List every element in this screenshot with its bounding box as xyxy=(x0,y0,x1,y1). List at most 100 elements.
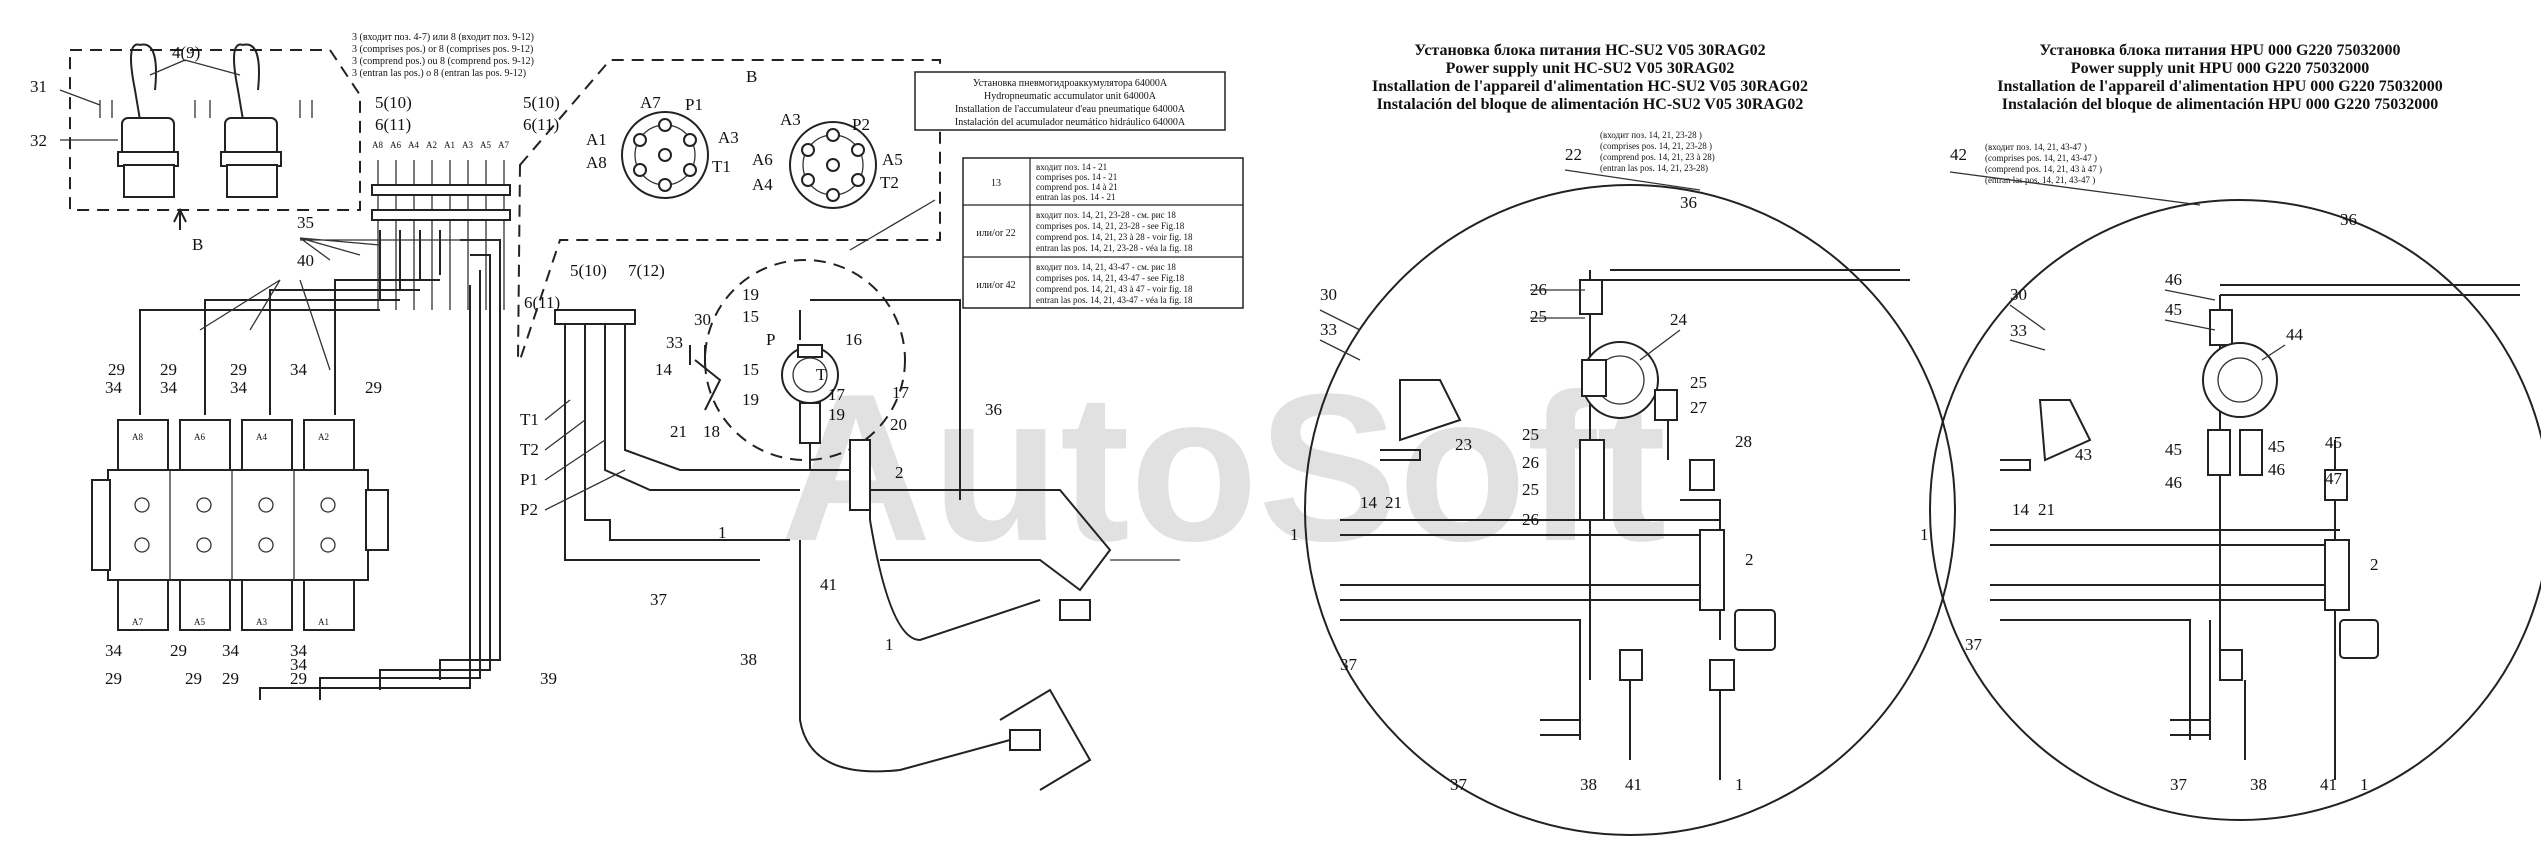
line-t2: T2 xyxy=(520,440,539,459)
callout-33-c: 33 xyxy=(2010,321,2027,340)
svg-text:(entran las pos. 14, 21, 23-28: (entran las pos. 14, 21, 23-28) xyxy=(1600,163,1708,173)
valve-section-a8: A8 xyxy=(132,432,143,442)
line-p1: P1 xyxy=(520,470,538,489)
hpu-note: 42 (входит поз. 14, 21, 43-47 ) (compris… xyxy=(1949,142,2201,206)
port-right-3: A5 xyxy=(882,150,903,169)
callout-40: 40 xyxy=(297,251,314,270)
left-note: 3 (входит поз. 4-7) или 8 (входит поз. 9… xyxy=(352,32,534,79)
callout-1-b: 1 xyxy=(885,635,894,654)
callout-33-b: 33 xyxy=(1320,320,1337,339)
callout-45-b: 45 xyxy=(2165,440,2182,459)
port-right-0: A3 xyxy=(780,110,801,129)
callout-34-c: 34 xyxy=(230,378,248,397)
callout-23: 23 xyxy=(1455,435,1472,454)
callout-31: 31 xyxy=(30,77,47,96)
callout-5-10-b: 5(10) xyxy=(523,93,560,112)
callout-21-c: 21 xyxy=(2038,500,2055,519)
port-left-4: A8 xyxy=(586,153,607,172)
callout-37-c: 37 xyxy=(1450,775,1468,794)
callout-6-11-c: 6(11) xyxy=(524,293,560,312)
callout-19-c: 19 xyxy=(828,405,845,424)
callout-46-b: 46 xyxy=(2165,473,2182,492)
callout-25-b: 25 xyxy=(1690,373,1707,392)
callout-1-e: 1 xyxy=(1920,525,1929,544)
port-right-1: P2 xyxy=(852,115,870,134)
svg-text:входит поз. 14, 21, 43-47 - см: входит поз. 14, 21, 43-47 - см. рис 18 xyxy=(1036,262,1176,272)
callout-46-c: 46 xyxy=(2268,460,2285,479)
view-arrow-label: B xyxy=(192,235,203,254)
port-left-2: A1 xyxy=(586,130,607,149)
callout-43: 43 xyxy=(2075,445,2092,464)
svg-text:3 (entran las pos.) o 8 (entra: 3 (entran las pos.) o 8 (entran las pos.… xyxy=(352,68,526,79)
callout-37-a: 37 xyxy=(650,590,668,609)
valve-top-a4: A4 xyxy=(408,140,419,150)
callout-1-f: 1 xyxy=(2360,775,2369,794)
line-p2: P2 xyxy=(520,500,538,519)
callout-25-a: 25 xyxy=(1530,307,1547,326)
valve-top-a8: A8 xyxy=(372,140,383,150)
callout-29-h: 29 xyxy=(290,669,307,688)
callout-5-10-a: 5(10) xyxy=(375,93,412,112)
callout-45-a: 45 xyxy=(2165,300,2182,319)
port-left-1: P1 xyxy=(685,95,703,114)
callout-1-a: 1 xyxy=(718,523,727,542)
svg-text:Power supply unit HPU 000 G22: Power supply unit HPU 000 G220 75032000 xyxy=(2071,60,2369,77)
callout-45-d: 45 xyxy=(2325,433,2342,452)
svg-text:comprend pos. 14, 21, 23 à 28: comprend pos. 14, 21, 23 à 28 - voir fig… xyxy=(1036,232,1193,242)
port-right-5: T2 xyxy=(880,173,899,192)
hc-header: Установка блока питания HC-SU2 V05 30RAG… xyxy=(1372,42,1808,113)
callout-25-d: 25 xyxy=(1522,480,1539,499)
callout-41-a: 41 xyxy=(820,575,837,594)
svg-text:entran las pos. 14, 21, 43-47: entran las pos. 14, 21, 43-47 - véa la f… xyxy=(1036,295,1193,305)
valve-bottom-a5: A5 xyxy=(194,617,205,627)
callout-26-b: 26 xyxy=(1522,453,1539,472)
valve-top-a1: A1 xyxy=(444,140,455,150)
callout-34-g: 34 xyxy=(290,641,308,660)
callout-2-a: 2 xyxy=(895,463,904,482)
callout-17-b: 17 xyxy=(892,383,910,402)
svg-text:entran las pos. 14, 21, 23-28: entran las pos. 14, 21, 23-28 - véa la f… xyxy=(1036,243,1193,253)
callout-37-e: 37 xyxy=(2170,775,2188,794)
variant-table: 13 или/or 22 или/or 42 входит поз. 14 - … xyxy=(962,157,1244,309)
callout-34-d: 34 xyxy=(290,360,308,379)
callout-38-b: 38 xyxy=(1580,775,1597,794)
callout-47: 47 xyxy=(2325,469,2343,488)
callout-14-a: 14 xyxy=(655,360,673,379)
callout-20: 20 xyxy=(890,415,907,434)
callout-44: 44 xyxy=(2286,325,2304,344)
svg-text:comprend pos. 14 à 21: comprend pos. 14 à 21 xyxy=(1036,182,1118,192)
port-left-5: T1 xyxy=(712,157,731,176)
svg-text:3 (comprises pos.) or 8 (compr: 3 (comprises pos.) or 8 (comprises pos. … xyxy=(352,44,533,55)
callout-7-12: 7(12) xyxy=(628,261,665,280)
callout-33-a: 33 xyxy=(666,333,683,352)
view-label: B xyxy=(746,67,757,86)
port-left-0: A7 xyxy=(640,93,661,112)
valve-top-a5: A5 xyxy=(480,140,491,150)
callout-1-d: 1 xyxy=(1735,775,1744,794)
callout-41-c: 41 xyxy=(2320,775,2337,794)
svg-text:Instalación del bloque de alim: Instalación del bloque de alimentación H… xyxy=(1377,96,1804,113)
svg-text:(входит поз. 14, 21, 23-28 ): (входит поз. 14, 21, 23-28 ) xyxy=(1600,130,1702,140)
svg-text:(comprises pos. 14, 21, 43-47: (comprises pos. 14, 21, 43-47 ) xyxy=(1985,153,2097,163)
valve-section-a2: A2 xyxy=(318,432,329,442)
hpu-header: Установка блока питания HPU 000 G220 750… xyxy=(1997,42,2443,113)
hc-note: 22 (входит поз. 14, 21, 23-28 ) (compris… xyxy=(1564,130,1715,191)
hc-detail-circle xyxy=(1304,184,1956,836)
accumulator-detail-circle xyxy=(704,259,906,461)
valve-section-a4: A4 xyxy=(256,432,267,442)
callout-29-f2: 29 xyxy=(185,669,202,688)
callout-35: 35 xyxy=(297,213,314,232)
callout-36-b: 36 xyxy=(1680,193,1697,212)
hose-bundle-40 xyxy=(139,230,501,700)
svg-text:22: 22 xyxy=(1565,145,1582,164)
callout-29-f: 29 xyxy=(170,641,187,660)
variant-ref-13: 13 xyxy=(991,178,1001,189)
connector-view-right xyxy=(789,121,877,209)
valve-bottom-a3: A3 xyxy=(256,617,267,627)
callout-24: 24 xyxy=(1670,310,1688,329)
hc-assembly xyxy=(1340,269,1910,780)
callout-2-b: 2 xyxy=(1745,550,1754,569)
callout-38-a: 38 xyxy=(740,650,757,669)
pressure-p: P xyxy=(766,330,775,349)
valve-top-a2: A2 xyxy=(426,140,437,150)
